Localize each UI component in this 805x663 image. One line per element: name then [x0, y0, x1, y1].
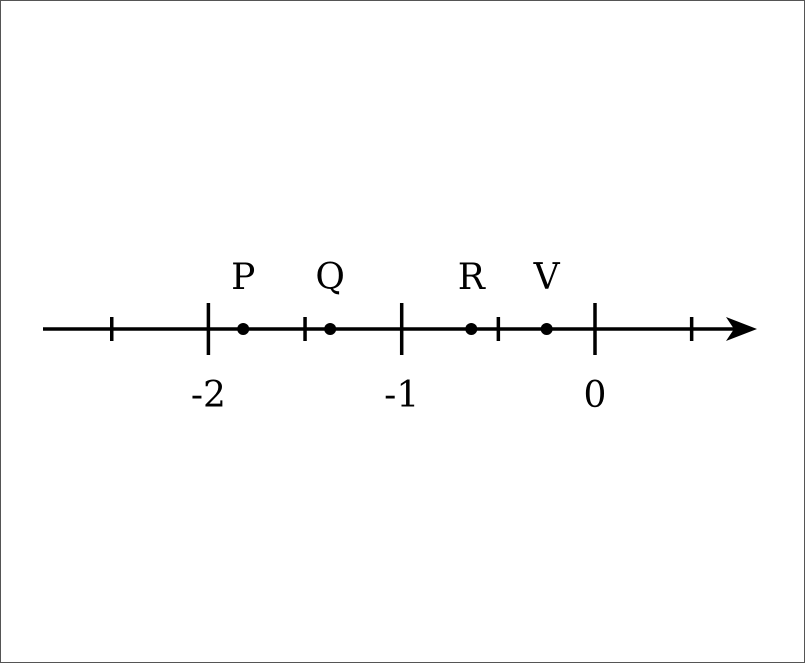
point-v-dot: [540, 323, 553, 335]
point-q-dot: [324, 323, 337, 335]
tick-label-group: -2 -1 0: [191, 375, 607, 416]
point-p-label: P: [231, 257, 255, 298]
tick-group: [110, 303, 694, 355]
point-q-label: Q: [315, 257, 345, 298]
tick-label: -2: [191, 375, 226, 416]
tick-label: 0: [584, 375, 607, 416]
point-r-dot: [465, 323, 478, 335]
point-v-label: V: [533, 257, 561, 298]
point-r-label: R: [458, 257, 486, 298]
arrowhead-icon: [726, 317, 757, 341]
tick-label: -1: [384, 375, 419, 416]
point-p-dot: [237, 323, 250, 335]
